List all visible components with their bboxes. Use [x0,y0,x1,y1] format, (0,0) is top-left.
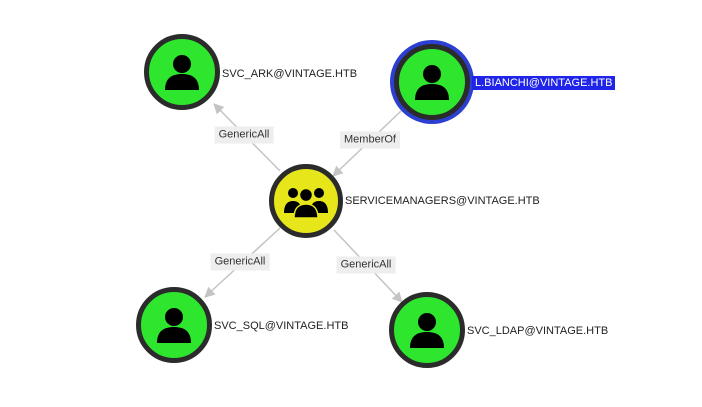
user-icon [165,55,199,90]
edge-label-genericall-sql: GenericAll [210,253,270,271]
node-label-svc-ark: SVC_ARK@VINTAGE.HTB [222,68,358,80]
edge-label-memberof: MemberOf [340,131,400,149]
edge-label-genericall-ark: GenericAll [214,126,274,144]
node-label-svc-ldap: SVC_LDAP@VINTAGE.HTB [467,325,609,337]
user-icon [415,65,449,100]
user-icon [157,308,191,343]
user-node-svc-ark[interactable] [144,34,220,110]
group-icon [284,187,328,219]
user-node-svc-ldap[interactable] [389,292,465,368]
user-node-l-bianchi[interactable] [394,44,470,120]
edge-label-genericall-ldap: GenericAll [336,256,396,274]
user-node-svc-sql[interactable] [136,287,212,363]
node-label-servicemanagers: SERVICEMANAGERS@VINTAGE.HTB [345,195,540,207]
group-node-servicemanagers[interactable] [269,164,343,238]
user-icon [410,313,444,348]
node-label-svc-sql: SVC_SQL@VINTAGE.HTB [214,320,349,332]
node-label-l-bianchi: L.BIANCHI@VINTAGE.HTB [472,76,616,90]
